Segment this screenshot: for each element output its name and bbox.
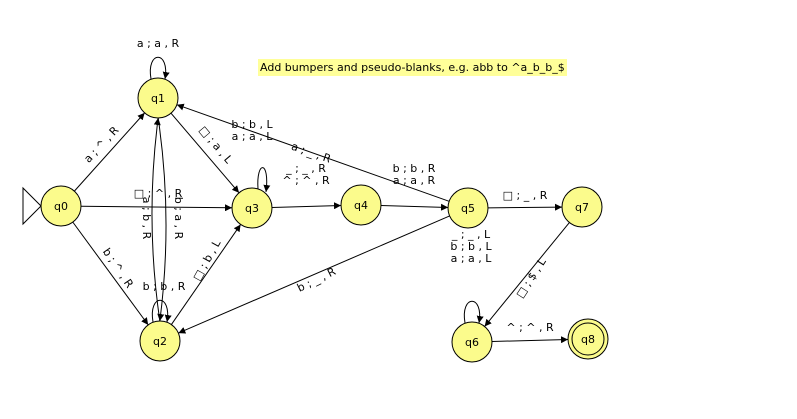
transition-layer xyxy=(72,56,570,344)
state-circle xyxy=(561,186,603,228)
transition-q0-q1 xyxy=(73,112,146,192)
state-circle xyxy=(139,320,181,362)
state-label: q7 xyxy=(575,201,589,214)
initial-state-icon xyxy=(22,186,42,226)
state-q7[interactable]: q7 xyxy=(561,186,603,228)
transition-label: _ ; _ , R xyxy=(285,162,326,175)
state-layer: q0 q1 q2 q3 q4 q5 q6 q7 q8 xyxy=(22,77,609,363)
transition-label: b ; a , R xyxy=(172,197,185,240)
transition-label: a ; a , R xyxy=(393,174,436,187)
transition-label: □ ; _ , R xyxy=(503,189,548,202)
state-circle xyxy=(137,77,179,119)
transition-label: a ; a , R xyxy=(137,37,180,50)
final-state-ring xyxy=(571,322,605,356)
state-q4[interactable]: q4 xyxy=(340,184,382,226)
transition-q5-q7 xyxy=(487,203,563,211)
state-label: q0 xyxy=(54,200,68,213)
state-label: q4 xyxy=(354,199,368,212)
state-label: q8 xyxy=(581,333,595,346)
state-q3[interactable]: q3 xyxy=(231,187,273,229)
state-label: q2 xyxy=(153,335,167,348)
transition-q2-q2 xyxy=(151,299,172,323)
transition-q6-q6 xyxy=(463,300,484,324)
state-circle xyxy=(451,321,493,363)
state-label: q6 xyxy=(465,336,479,349)
transition-label: b ; b , L xyxy=(231,118,273,131)
state-label: q3 xyxy=(245,202,259,215)
transition-q2-q1 xyxy=(151,117,161,322)
transition-q0-q3 xyxy=(80,204,233,212)
transition-label: b ; _ , R xyxy=(295,265,338,295)
transition-q4-q5 xyxy=(380,203,449,211)
state-circle xyxy=(340,184,382,226)
state-circle xyxy=(231,187,273,229)
transition-label: a ; b , R xyxy=(140,197,153,240)
transition-label: □ ; a , L xyxy=(196,124,235,167)
transition-label: □ ; ^ , R xyxy=(134,187,183,200)
diagram-note: Add bumpers and pseudo-blanks, e.g. abb … xyxy=(258,59,567,76)
transition-q5-q2 xyxy=(178,215,450,334)
transition-q1-q1 xyxy=(149,56,170,80)
transition-q6-q8 xyxy=(491,336,569,344)
state-q8[interactable]: q8 xyxy=(567,318,609,360)
transition-label: _ ; _ , L xyxy=(451,228,491,241)
state-circle xyxy=(40,185,82,227)
transition-label: a ; a , L xyxy=(451,252,493,265)
transition-q1-q3 xyxy=(170,112,240,194)
transition-label: □ ; b , L xyxy=(190,237,223,283)
transition-q1-q2 xyxy=(157,117,167,322)
transition-q3-q3 xyxy=(257,167,271,193)
transition-q3-q4 xyxy=(271,202,342,210)
transition-q7-q6 xyxy=(484,222,570,327)
state-q6[interactable]: q6 xyxy=(451,321,493,363)
transition-label: ^ ; ^ , R xyxy=(282,174,330,187)
transition-q0-q2 xyxy=(72,221,149,326)
state-label: q1 xyxy=(151,92,165,105)
state-q2[interactable]: q2 xyxy=(139,320,181,362)
transition-q2-q3 xyxy=(170,224,242,325)
state-circle xyxy=(447,187,489,229)
state-q1[interactable]: q1 xyxy=(137,77,179,119)
state-q0[interactable]: q0 xyxy=(40,185,82,227)
transition-label: a ; a , L xyxy=(232,130,274,143)
transition-label: b ; b , L xyxy=(450,240,492,253)
transition-label: b ; b , R xyxy=(393,162,436,175)
transition-q5-q1 xyxy=(176,103,450,202)
transition-label: ^ ; ^ , R xyxy=(506,321,554,334)
state-q5[interactable]: q5 xyxy=(447,187,489,229)
transition-label: b ; b , R xyxy=(143,280,186,293)
transition-label: □ ; $ , L xyxy=(513,255,549,300)
state-label: q5 xyxy=(461,202,475,215)
